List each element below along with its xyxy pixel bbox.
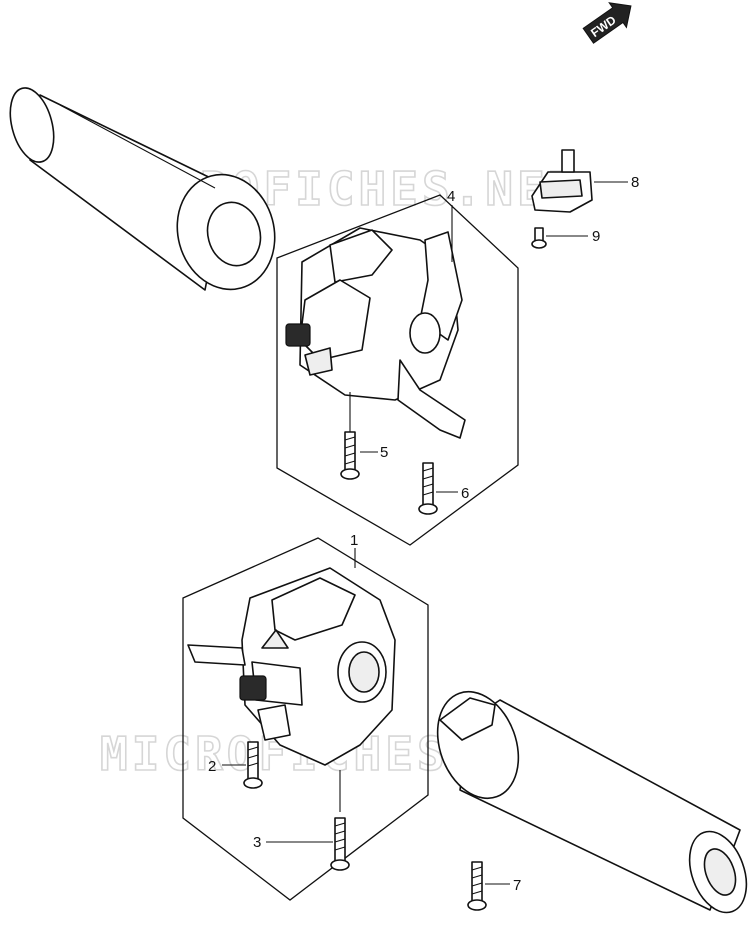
- assembly-frame-lower: [182, 537, 429, 901]
- fwd-arrow-icon: FWD: [582, 2, 632, 44]
- right-handlebar-switch: [187, 567, 396, 766]
- callout-4: 4: [447, 188, 455, 205]
- callout-8: 8: [631, 174, 639, 191]
- screw-2: [243, 741, 263, 789]
- screw-5: [340, 431, 360, 480]
- callout-1: 1: [350, 532, 358, 549]
- screw-9: [531, 227, 547, 249]
- left-handlebar-switch: [285, 227, 466, 439]
- callout-9: 9: [592, 228, 600, 245]
- callout-6: 6: [461, 485, 469, 502]
- callout-7: 7: [513, 877, 521, 894]
- screw-7: [467, 861, 487, 911]
- callout-2: 2: [208, 758, 216, 775]
- clutch-switch-8: [531, 149, 593, 213]
- right-handlebar-grip: [436, 690, 748, 914]
- callout-5: 5: [380, 444, 388, 461]
- callout-3: 3: [253, 834, 261, 851]
- leader-lines: [222, 181, 628, 885]
- dimmer-knob: [285, 323, 311, 347]
- screw-6: [418, 462, 438, 515]
- left-handlebar-grip: [9, 87, 276, 291]
- starter-knob: [239, 675, 267, 701]
- assembly-frame-upper: [276, 194, 519, 546]
- screw-3: [330, 817, 350, 871]
